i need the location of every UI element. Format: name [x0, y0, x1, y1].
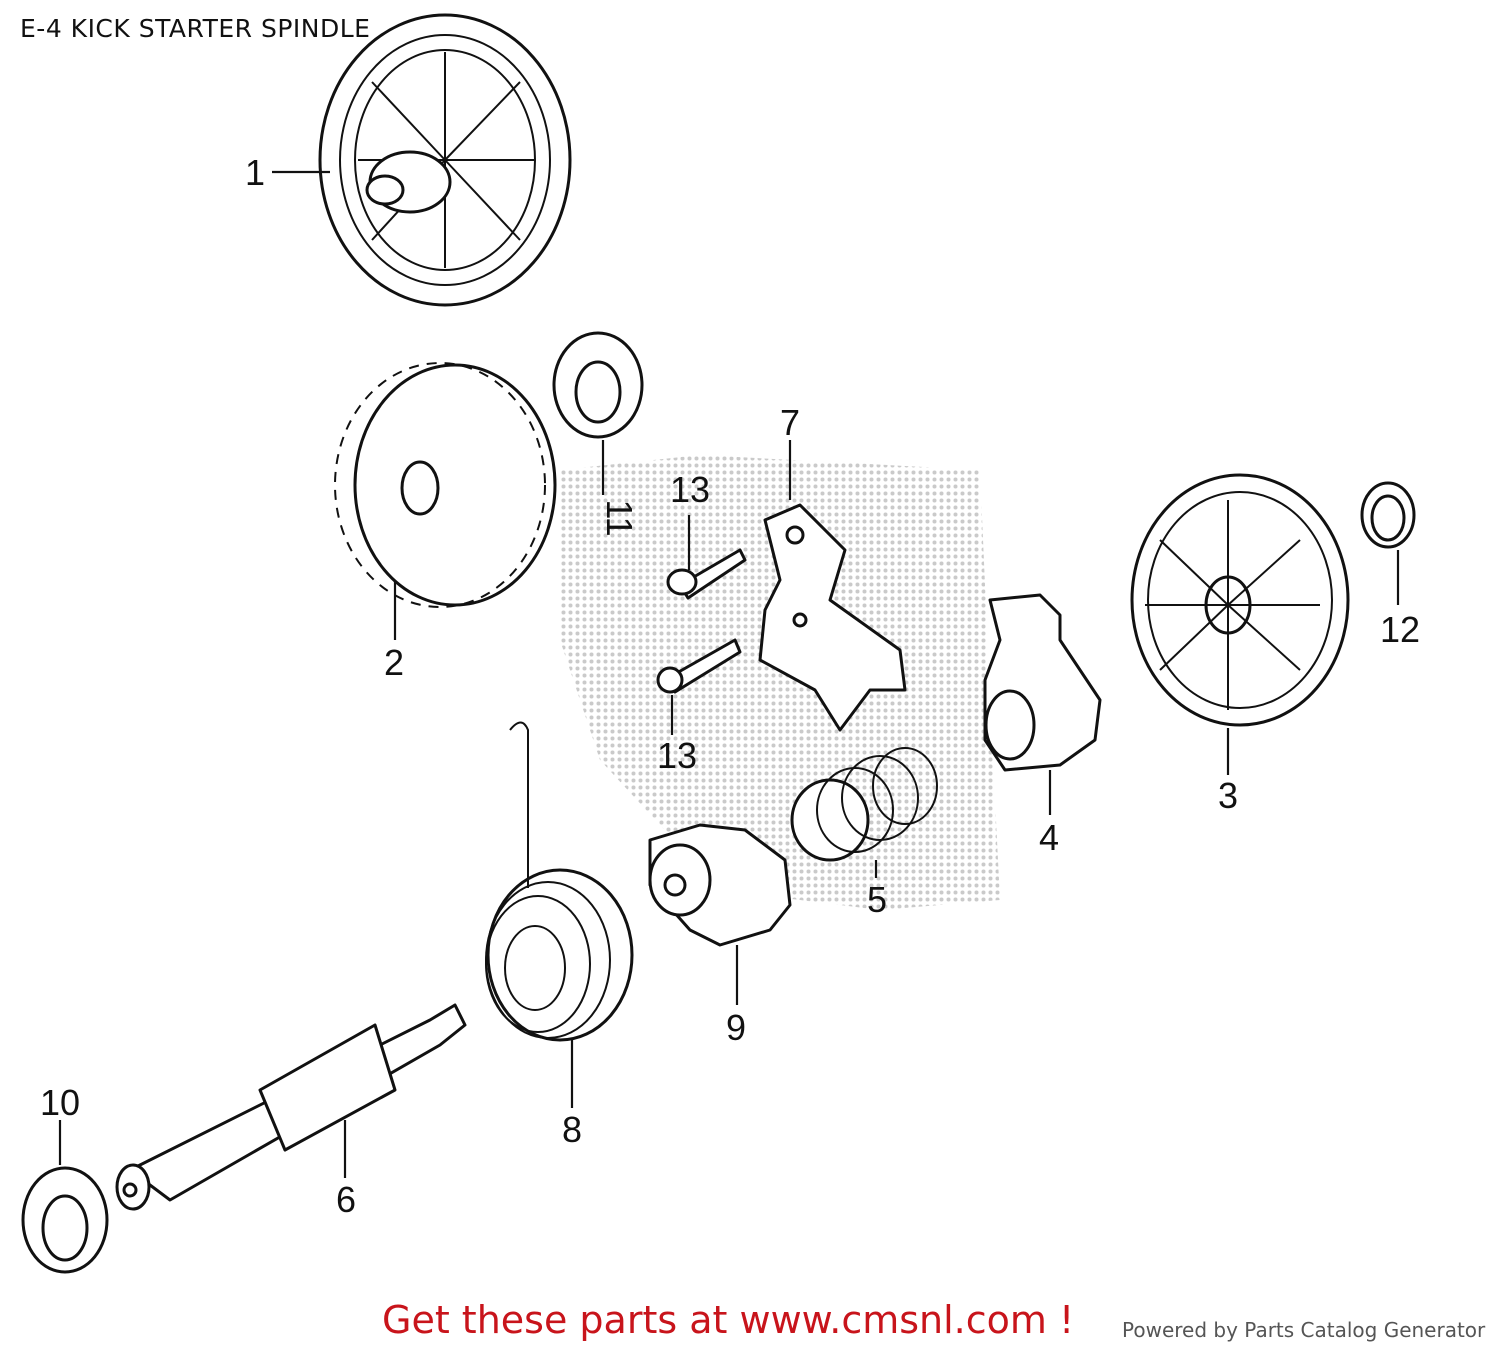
- callout-12: 12: [1380, 609, 1420, 650]
- collar-part-9: [648, 823, 792, 947]
- washer-part-11: [552, 331, 644, 439]
- bolt-part-13-upper: [666, 548, 747, 600]
- callout-7: 7: [780, 402, 800, 443]
- bolt-part-13-lower: [656, 638, 742, 694]
- callout-8: 8: [562, 1109, 582, 1150]
- callout-1: 1: [245, 152, 265, 193]
- callout-6: 6: [336, 1179, 356, 1220]
- callout-10: 10: [40, 1082, 80, 1123]
- callout-3: 3: [1218, 775, 1238, 816]
- callout-4: 4: [1039, 817, 1059, 858]
- callout-13-upper: 13: [670, 469, 710, 510]
- gear-part-2: [334, 362, 557, 608]
- callout-5: 5: [867, 879, 887, 920]
- plate-part-7: [758, 503, 907, 732]
- powered-by-credit: Powered by Parts Catalog Generator: [1122, 1318, 1486, 1342]
- callout-9: 9: [726, 1007, 746, 1048]
- callout-2: 2: [384, 642, 404, 683]
- callout-13-lower: 13: [657, 735, 697, 776]
- diagram-title: E-4 KICK STARTER SPINDLE: [20, 14, 371, 43]
- ratchet-part-4: [983, 593, 1102, 772]
- spring-part-5: [790, 747, 938, 862]
- washer-part-10: [21, 1166, 109, 1274]
- washer-part-12: [1360, 481, 1416, 549]
- cmsnl-link[interactable]: Get these parts at www.cmsnl.com !: [382, 1298, 1075, 1342]
- spindle-part-6: [115, 1003, 467, 1211]
- callout-11: 11: [599, 499, 640, 536]
- gear-part-3: [1130, 473, 1350, 727]
- leader-lines: [58, 170, 1400, 1178]
- gear-part-1: [318, 13, 572, 307]
- spring-part-8: [485, 721, 634, 1042]
